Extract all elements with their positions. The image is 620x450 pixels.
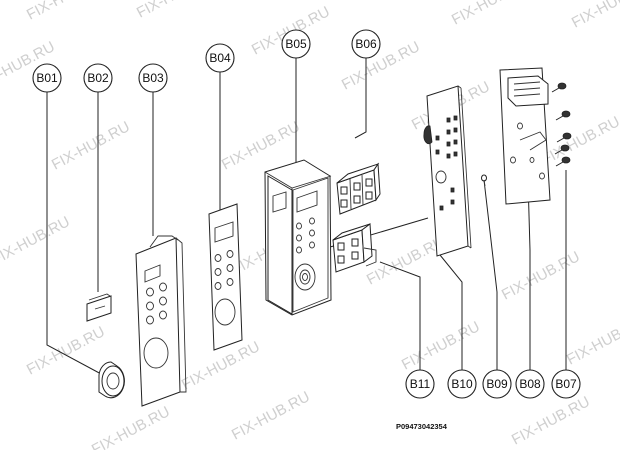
part-control-board [423,85,472,257]
watermark: FIX-HUB.RU [49,118,133,173]
svg-text:B07: B07 [555,377,577,391]
watermark: FIX-HUB.RU [24,0,108,24]
part-power-board [499,67,551,205]
watermark: FIX-HUB.RU [339,38,423,93]
watermark: FIX-HUB.RU [229,388,313,443]
callout-b04: B04 [205,43,235,73]
callout-b02: B02 [83,63,113,93]
watermark: FIX-HUB.RU [89,403,173,450]
watermark: FIX-HUB.RU [509,393,593,448]
watermark: FIX-HUB.RU [499,248,583,303]
watermark: FIX-HUB.RU [449,0,533,29]
part-clip [86,293,112,322]
part-control-fascia [264,159,332,316]
leader-b01 [46,92,104,376]
watermark: FIX-HUB.RU [399,318,483,373]
svg-text:B09: B09 [486,377,508,391]
callout-b03: B03 [138,63,168,93]
svg-text:B06: B06 [355,37,377,51]
leader-b11 [379,261,421,370]
callout-b10: B10 [447,369,477,399]
callout-b05: B05 [281,29,311,59]
callout-b09: B09 [482,369,512,399]
callout-b11: B11 [405,369,435,399]
part-mounting-bracket [135,235,187,407]
part-upper-clip-block [336,162,381,215]
svg-text:B03: B03 [142,71,164,85]
watermark: FIX-HUB.RU [539,113,620,168]
part-pin [481,174,487,187]
part-knob [98,361,125,399]
svg-text:B08: B08 [519,377,541,391]
leader-b06 [354,58,367,139]
watermark: FIX-HUB.RU [134,0,218,22]
leader-b09 [483,179,498,370]
callout-b08: B08 [515,369,545,399]
svg-text:B10: B10 [451,377,473,391]
callout-b01: B01 [32,63,62,93]
part-overlay-film [208,203,243,351]
watermark: FIX-HUB.RU [0,213,73,268]
svg-text:B01: B01 [36,71,58,85]
svg-text:B04: B04 [209,51,231,65]
callout-b07: B07 [551,369,581,399]
leader-b10 [439,254,463,370]
svg-text:B02: B02 [87,71,109,85]
watermark: FIX-HUB.RU [364,233,448,288]
svg-text:B11: B11 [410,377,431,391]
part-lower-clip-block [332,223,377,273]
watermark: FIX-HUB.RU [564,313,620,368]
callout-b06: B06 [351,29,381,59]
svg-text:B05: B05 [285,37,307,51]
part-screws [551,82,572,167]
watermark: FIX-HUB.RU [569,0,620,32]
leader-b08 [527,179,531,370]
diagram-code: P09473042354 [396,422,448,431]
